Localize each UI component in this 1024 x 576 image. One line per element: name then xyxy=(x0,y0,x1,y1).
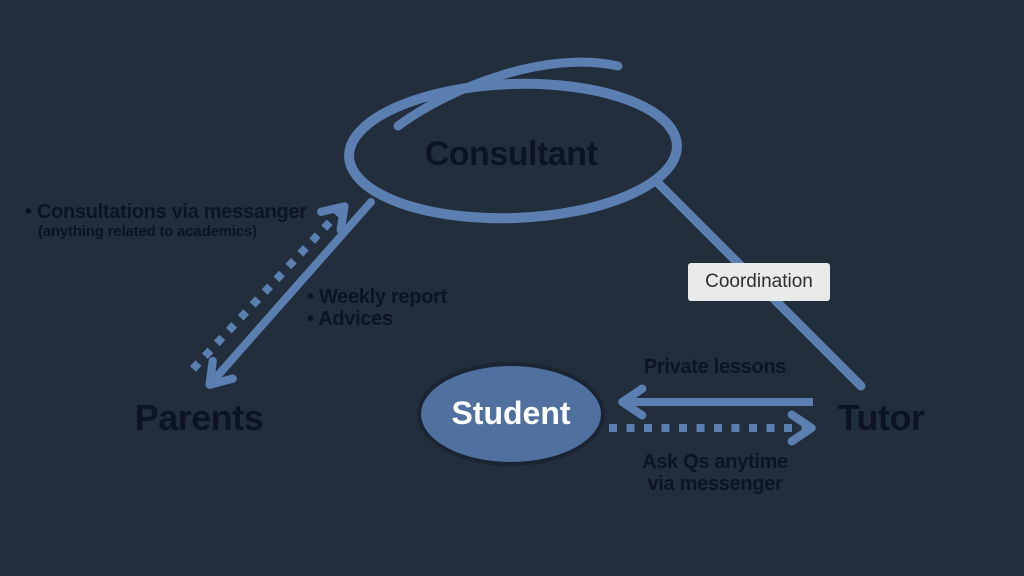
ask-questions-edge-label: Ask Qs anytime via messenger xyxy=(642,451,788,495)
consultations-edge-label: • Consultations via messanger (anything … xyxy=(25,201,307,240)
consultations-edge-label-line2: (anything related to academics) xyxy=(38,223,257,240)
consultant-node-label: Consultant xyxy=(424,135,598,173)
coordination-edge-badge: Coordination xyxy=(688,263,830,301)
weekly-report-edge-label: • Weekly report • Advices xyxy=(307,286,447,330)
ask-questions-edge-label-line2: via messenger xyxy=(647,473,783,495)
ask-questions-edge-label-line1: Ask Qs anytime xyxy=(642,451,788,473)
student-ellipse xyxy=(417,362,605,466)
consultant-ellipse-scribble-stroke xyxy=(393,57,623,131)
parents-consultant-dotted-arrow xyxy=(190,202,349,372)
tutor-node-label: Tutor xyxy=(837,397,925,438)
weekly-report-edge-label-line2: • Advices xyxy=(307,308,393,330)
parents-node-label: Parents xyxy=(134,397,264,438)
student-node-label: Student xyxy=(451,395,571,431)
consultant-ellipse-outline xyxy=(344,78,682,224)
coordination-edge-badge-label: Coordination xyxy=(705,271,813,292)
private-lessons-edge-label: Private lessons xyxy=(643,356,787,378)
consultations-edge-label-line1: • Consultations via messanger xyxy=(25,201,307,223)
weekly-report-edge-label-line1: • Weekly report xyxy=(307,286,447,308)
